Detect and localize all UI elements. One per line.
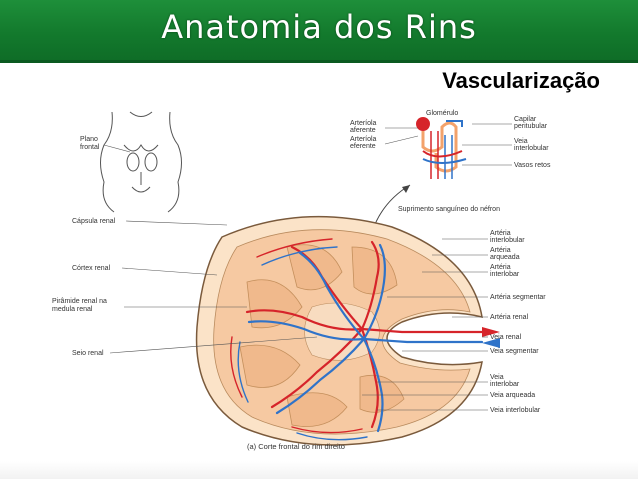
plane-label-line2: frontal — [80, 144, 100, 151]
interlobular-vein-label-2: interlobular — [514, 145, 549, 152]
art-arcuate-2: arqueada — [490, 254, 520, 261]
interlobular-vein-label-1: Veia — [514, 138, 528, 145]
plane-label: Plano frontal — [80, 136, 131, 153]
capsule-label: Cápsula renal — [72, 218, 116, 225]
vein-renal: Veia renal — [490, 334, 522, 341]
pyramid-label-2: medula renal — [52, 306, 93, 313]
page-title: Anatomia dos Rins — [161, 8, 477, 46]
artery-flow-arrow — [482, 327, 500, 337]
art-arcuate-1: Artéria — [490, 247, 511, 254]
kidney-vascularization-figure: Plano frontal Arteríola aferente Arterío… — [42, 107, 590, 452]
kidney-section — [195, 215, 483, 446]
art-renal: Artéria renal — [490, 314, 529, 321]
vein-interlobar-2: interlobar — [490, 381, 520, 388]
art-interlobular-2: interlobular — [490, 237, 525, 244]
kidney-diagram: Plano frontal Arteríola aferente Arterío… — [52, 110, 551, 451]
cortex-label: Córtex renal — [72, 265, 111, 272]
art-interlobular-1: Artéria — [490, 230, 511, 237]
art-interlobar-2: interlobar — [490, 271, 520, 278]
nephron-supply-caption: Suprimento sanguíneo do néfron — [398, 206, 500, 213]
title-bar: Anatomia dos Rins — [0, 0, 638, 63]
afferent-label-2: aferente — [350, 127, 376, 134]
section-subtitle: Vascularização — [442, 68, 600, 93]
sinus-label: Seio renal — [72, 350, 104, 357]
venous-tree — [237, 243, 484, 441]
plane-label-line1: Plano — [80, 136, 98, 143]
body-silhouette — [100, 111, 182, 213]
vasa-recta-label: Vasos retos — [514, 162, 551, 169]
vein-flow-arrow — [482, 338, 500, 348]
vein-arcuate: Veia arqueada — [490, 392, 535, 399]
efferent-label-1: Arteríola — [350, 136, 377, 143]
peritubular-label-2: peritubular — [514, 123, 548, 130]
glomerulus-label: Glomérulo — [426, 110, 458, 117]
figure-caption: (a) Corte frontal do rim direito — [247, 442, 345, 451]
right-label-group: Artéria interlobular Artéria arqueada Ar… — [490, 230, 546, 414]
peritubular-label-1: Capilar — [514, 116, 537, 123]
vein-interlobular: Veia interlobular — [490, 407, 541, 414]
afferent-label-1: Arteríola — [350, 120, 377, 127]
nephron-inset — [416, 117, 467, 179]
nephron-label-right: Glomérulo Capilar peritubular Veia inter… — [426, 110, 551, 169]
vein-interlobar-1: Veia — [490, 374, 504, 381]
bottom-strip — [0, 461, 638, 479]
art-segmental: Artéria segmentar — [490, 294, 546, 301]
nephron-label-left: Arteríola aferente Arteríola eferente — [350, 120, 419, 150]
art-interlobar-1: Artéria — [490, 264, 511, 271]
pyramid-label-1: Pirâmide renal na — [52, 298, 107, 305]
left-label-group: Cápsula renal Córtex renal Pirâmide rena… — [52, 218, 116, 357]
vein-segmental: Veia segmentar — [490, 348, 539, 355]
efferent-label-2: eferente — [350, 143, 376, 150]
